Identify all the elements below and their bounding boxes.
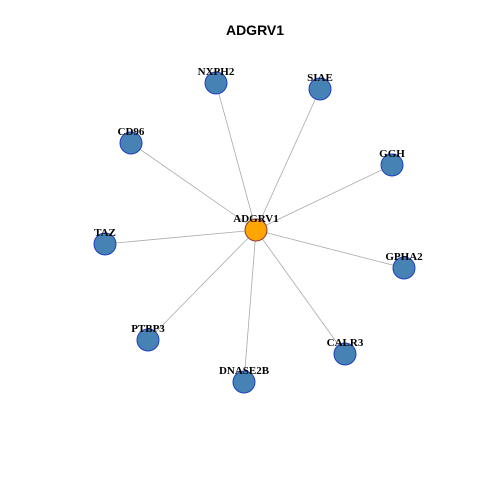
node-label-ptbp3: PTBP3 [131,323,165,335]
node-calr3 [333,342,357,366]
node-label-gpha2: GPHA2 [385,251,423,263]
node-label-calr3: CALR3 [327,337,364,349]
node-taz [93,232,117,256]
node-label-cd96: CD96 [118,126,145,138]
node-layer [93,71,416,394]
edge-layer [104,82,405,383]
node-nxph2 [204,71,228,95]
edge-adgrv1-siae [255,88,321,231]
node-dnase2b [232,370,256,394]
edge-adgrv1-calr3 [255,229,346,355]
diagram-title: ADGRV1 [226,22,284,38]
node-label-dnase2b: DNASE2B [219,365,270,377]
node-label-ggh: GGH [379,148,405,160]
node-label-taz: TAZ [94,227,116,239]
node-gpha2 [392,256,416,280]
node-cd96 [119,131,143,155]
edge-adgrv1-gpha2 [255,229,405,269]
edge-adgrv1-taz [104,229,257,245]
node-label-nxph2: NXPH2 [198,66,235,78]
edge-adgrv1-ggh [255,164,393,231]
edge-adgrv1-cd96 [130,142,257,231]
node-ptbp3 [136,328,160,352]
node-adgrv1 [244,218,268,242]
node-siae [308,77,332,101]
node-ggh [380,153,404,177]
node-label-adgrv1: ADGRV1 [233,213,278,225]
edge-adgrv1-dnase2b [243,229,257,383]
edge-adgrv1-nxph2 [215,82,257,231]
edge-adgrv1-ptbp3 [147,229,257,341]
node-label-siae: SIAE [307,72,333,84]
